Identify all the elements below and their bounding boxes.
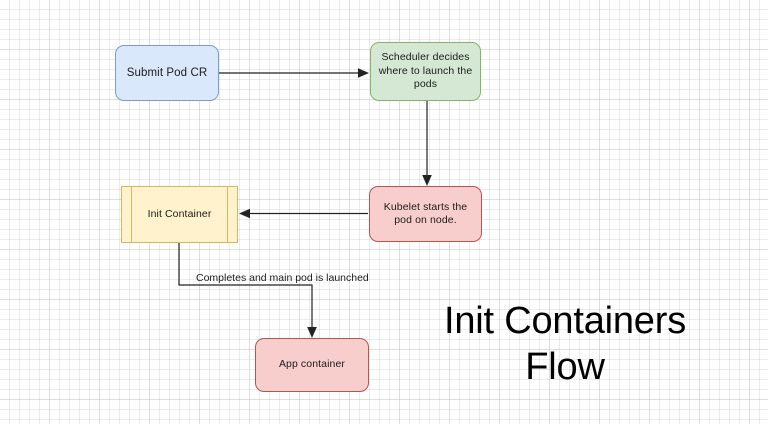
subprocess-bar-right-icon [227, 187, 228, 242]
arrowhead-icon [239, 208, 250, 219]
node-label: Submit Pod CR [126, 66, 208, 79]
edge-submit-to-scheduler[interactable] [219, 68, 369, 78]
node-submit-pod-cr[interactable]: Submit Pod CR [115, 45, 219, 101]
node-label: Kubelet starts the pod on node. [383, 200, 468, 226]
node-kubelet[interactable]: Kubelet starts the pod on node. [369, 186, 482, 242]
edge-kubelet-to-init[interactable] [239, 208, 368, 219]
subprocess-bar-left-icon [131, 187, 132, 242]
node-label: Scheduler decides where to launch the po… [378, 51, 473, 91]
node-label: App container [278, 358, 346, 371]
edge-label-init-to-app: Completes and main pod is launched [196, 272, 369, 284]
edge-line [178, 243, 313, 330]
diagram-title: Init Containers Flow [443, 300, 686, 389]
node-scheduler[interactable]: Scheduler decides where to launch the po… [370, 42, 481, 101]
node-app-container[interactable]: App container [255, 338, 369, 392]
edge-scheduler-to-kubelet[interactable] [422, 101, 432, 186]
node-init-container[interactable]: Init Container [121, 186, 238, 243]
arrowhead-icon [358, 68, 369, 78]
edge-init-to-app[interactable] [178, 243, 317, 338]
arrowhead-icon [422, 175, 432, 186]
arrowhead-icon [307, 327, 317, 338]
node-label: Init Container [147, 207, 212, 220]
